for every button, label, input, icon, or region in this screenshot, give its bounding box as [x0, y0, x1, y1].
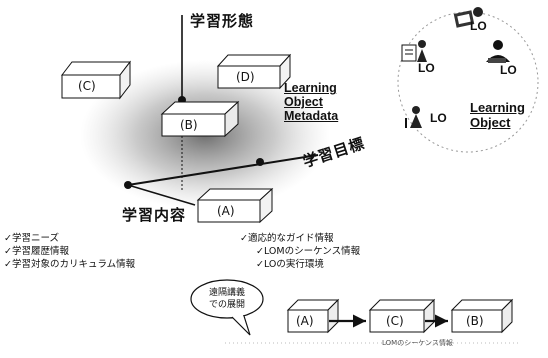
lom-line-3: Metadata [284, 109, 339, 123]
needs-item-2: ✓学習履歴情報 [4, 246, 69, 257]
person-board-icon [401, 40, 427, 62]
diagonal-axis [127, 154, 319, 186]
sequence-box-c-label: (C) [386, 314, 404, 328]
guide-title: ✓適応的なガイド情報 [240, 233, 334, 244]
bubble-line-1: 遠隔講義 [208, 288, 245, 298]
speech-bubble [190, 279, 264, 336]
bubble-line-2: での展開 [208, 300, 245, 310]
learning-object-circle [397, 11, 539, 153]
needs-item-1: ✓学習ニーズ [4, 233, 59, 244]
axis-label-vertical: 学習形態 [190, 12, 255, 30]
lo-label-3: LO [500, 63, 517, 77]
sequence-box-a [286, 298, 340, 334]
box-b [160, 100, 240, 138]
bubble-text: 遠隔講義 での展開 [201, 287, 253, 311]
sequence-box-b [450, 298, 514, 334]
axis-dot-origin [124, 181, 132, 189]
lo-label-4: LO [430, 111, 447, 125]
box-b-label: (B) [180, 118, 198, 132]
guide-item-1: ✓LOMのシーケンス情報 [256, 246, 361, 257]
needs-list: ✓学習ニーズ ✓学習履歴情報 ✓学習対象のカリキュラム情報 [4, 232, 135, 271]
learning-object-title-1: Learning [470, 100, 525, 115]
book-icon [453, 7, 483, 28]
learning-object-title-2: Object [470, 115, 511, 130]
box-d [216, 53, 292, 90]
sequence-box-a-label: (A) [296, 314, 314, 328]
guide-info: ✓適応的なガイド情報 ✓LOMのシーケンス情報 ✓LOの実行環境 [240, 232, 360, 271]
guide-item-2: ✓LOの実行環境 [256, 259, 324, 270]
student-icon [486, 40, 510, 63]
sequence-box-b-label: (B) [466, 314, 484, 328]
axis-dot-diagonal [256, 158, 264, 166]
sequence-box-c [368, 298, 436, 334]
lo-label-1: LO [470, 19, 487, 33]
needs-item-3: ✓学習対象のカリキュラム情報 [4, 259, 136, 270]
teacher-icon [405, 106, 422, 128]
box-c-label: (C) [78, 79, 96, 93]
lo-label-2: LO [418, 61, 435, 75]
horizontal-axis [127, 184, 196, 206]
lom-line-2: Object [284, 95, 323, 109]
box-a-label: (A) [217, 204, 235, 218]
lom-line-1: Learning [284, 81, 337, 95]
box-a [196, 187, 274, 224]
axis-label-horizontal: 学習内容 [122, 206, 187, 224]
sequence-caption: LOMのシーケンス情報 [382, 339, 453, 347]
box-c [60, 60, 132, 100]
box-d-label: (D) [236, 70, 255, 84]
